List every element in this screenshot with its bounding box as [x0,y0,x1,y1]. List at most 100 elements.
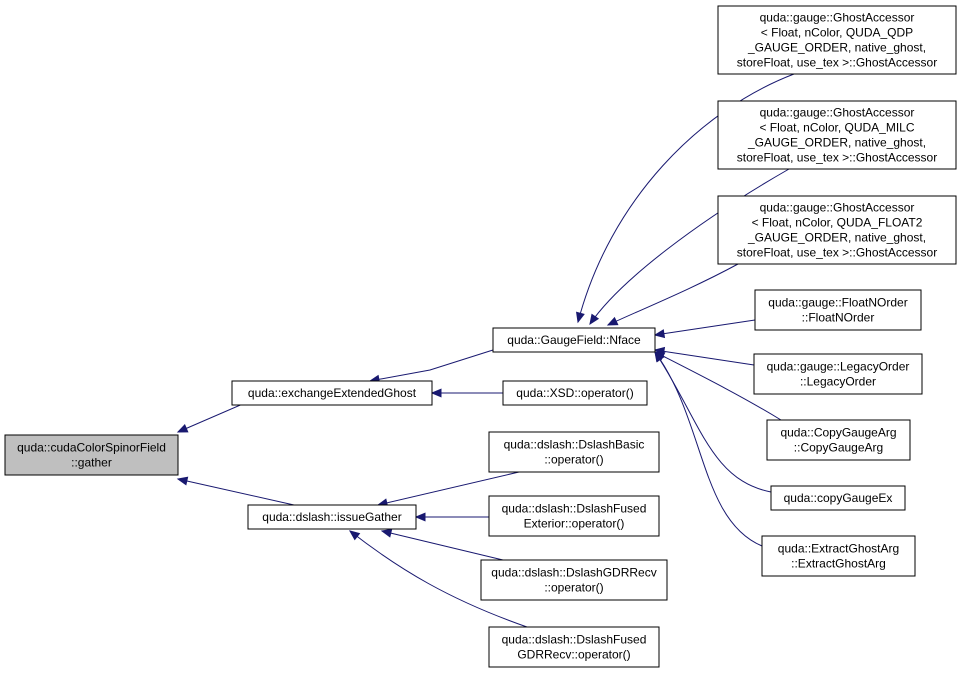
edge-line [654,351,782,421]
node-box[interactable] [488,495,660,537]
node-n11[interactable]: quda::gauge::GhostAccessor< Float, nColo… [717,195,957,265]
node-label-line: ::operator() [544,581,603,595]
node-label-line: GDRRecv::operator() [517,648,630,662]
node-label-line: _GAUGE_ORDER, native_ghost, [747,231,926,245]
node-box[interactable] [717,195,957,265]
edge-n2-n0 [176,476,295,506]
node-n1[interactable]: quda::exchangeExtendedGhost [231,380,433,406]
edge-line [654,319,756,336]
node-label-line: ::operator() [544,453,603,467]
node-label-line: quda::dslash::DslashBasic [504,438,645,452]
node-n7[interactable]: quda::dslash::DslashGDRRecv::operator() [480,559,668,601]
edge-line [654,351,763,547]
edge-n4-n1 [430,388,503,398]
edge-line [577,73,795,323]
node-label-line: quda::XSD::operator() [516,386,633,400]
nodes-layer: quda::cudaColorSpinorField::gatherquda::… [4,5,957,668]
node-label-line: quda::gauge::GhostAccessor [760,11,915,25]
node-n16[interactable]: quda::ExtractGhostArg::ExtractGhostArg [761,535,916,577]
edge-n11-n3 [606,263,739,326]
node-label-line: storeFloat, use_tex >::GhostAccessor [737,246,937,260]
node-n10[interactable]: quda::gauge::GhostAccessor< Float, nColo… [717,100,957,170]
edge-line [177,478,295,506]
node-label-line: < Float, nColor, QUDA_FLOAT2 [752,216,923,230]
arrowhead [653,329,666,339]
edge-line [589,168,790,325]
node-box[interactable] [247,504,417,530]
node-box[interactable] [753,353,923,395]
node-label-line: quda::dslash::DslashFused [502,633,647,647]
arrowhead [348,530,361,541]
edge-n10-n3 [589,168,790,326]
node-label-line: quda::cudaColorSpinorField [17,441,166,455]
node-n13[interactable]: quda::gauge::LegacyOrder::LegacyOrder [753,353,923,395]
arrowhead [576,311,585,324]
node-label-line: quda::dslash::issueGather [262,510,401,524]
node-label-line: < Float, nColor, QUDA_MILC [759,121,914,135]
node-label-line: quda::GaugeField::Nface [507,333,641,347]
arrowhead [380,528,393,538]
edge-line [377,471,520,506]
node-label-line: quda::gauge::GhostAccessor [760,201,915,215]
node-label-line: quda::CopyGaugeArg [780,426,896,440]
node-box[interactable] [502,380,648,406]
node-n14[interactable]: quda::CopyGaugeArg::CopyGaugeArg [766,419,911,461]
node-label-line: quda::gauge::FloatNOrder [768,296,907,310]
node-box[interactable] [488,431,660,473]
node-n2[interactable]: quda::dslash::issueGather [247,504,417,530]
node-label-line: Exterior::operator() [524,517,625,531]
node-label-line: quda::gauge::LegacyOrder [767,360,910,374]
node-label-line: < Float, nColor, QUDA_QDP [761,26,913,40]
node-box[interactable] [492,327,656,353]
node-label-line: ::LegacyOrder [800,375,876,389]
node-label-line: quda::dslash::DslashFused [502,502,647,516]
node-label-line: quda::ExtractGhostArg [778,542,899,556]
node-label-line: _GAUGE_ORDER, native_ghost, [747,136,926,150]
node-n6[interactable]: quda::dslash::DslashFusedExterior::opera… [488,495,660,537]
node-label-line: ::ExtractGhostArg [791,557,886,571]
edge-line [349,530,528,628]
edge-n7-n2 [380,528,504,561]
node-box[interactable] [231,380,433,406]
arrowhead [176,476,189,486]
node-box[interactable] [488,626,660,668]
node-label-line: quda::dslash::DslashGDRRecv [491,566,656,580]
node-n9[interactable]: quda::gauge::GhostAccessor< Float, nColo… [717,5,957,75]
node-label-line: ::gather [71,456,112,470]
arrowhead [654,350,665,363]
node-n3[interactable]: quda::GaugeField::Nface [492,327,656,353]
node-n5[interactable]: quda::dslash::DslashBasic::operator() [488,431,660,473]
node-label-line: quda::exchangeExtendedGhost [248,386,417,400]
arrowhead [414,512,426,522]
node-label-line: ::CopyGaugeArg [794,441,883,455]
node-box[interactable] [766,419,911,461]
node-box[interactable] [754,289,922,331]
arrowhead [606,316,619,326]
edge-n13-n3 [653,346,755,366]
node-box[interactable] [480,559,668,601]
node-n8[interactable]: quda::dslash::DslashFusedGDRRecv::operat… [488,626,660,668]
node-n0[interactable]: quda::cudaColorSpinorField::gather [4,434,179,476]
edges-layer [176,73,795,628]
arrowhead [176,424,189,433]
node-label-line: quda::copyGaugeEx [784,491,893,505]
arrowhead [589,313,600,326]
node-box[interactable] [717,5,957,75]
node-box[interactable] [761,535,916,577]
edge-n16-n3 [654,350,763,547]
arrowhead [430,388,442,398]
edge-line [369,349,494,382]
edge-line [381,530,504,561]
node-label-line: ::FloatNOrder [802,311,875,325]
root-node-box[interactable] [4,434,179,476]
node-n4[interactable]: quda::XSD::operator() [502,380,648,406]
node-label-line: storeFloat, use_tex >::GhostAccessor [737,56,937,70]
node-label-line: quda::gauge::GhostAccessor [760,106,915,120]
edge-n9-n3 [576,73,795,324]
node-box[interactable] [717,100,957,170]
node-box[interactable] [770,485,906,511]
node-n15[interactable]: quda::copyGaugeEx [770,485,906,511]
node-n12[interactable]: quda::gauge::FloatNOrder::FloatNOrder [754,289,922,331]
edge-n6-n2 [414,512,489,522]
